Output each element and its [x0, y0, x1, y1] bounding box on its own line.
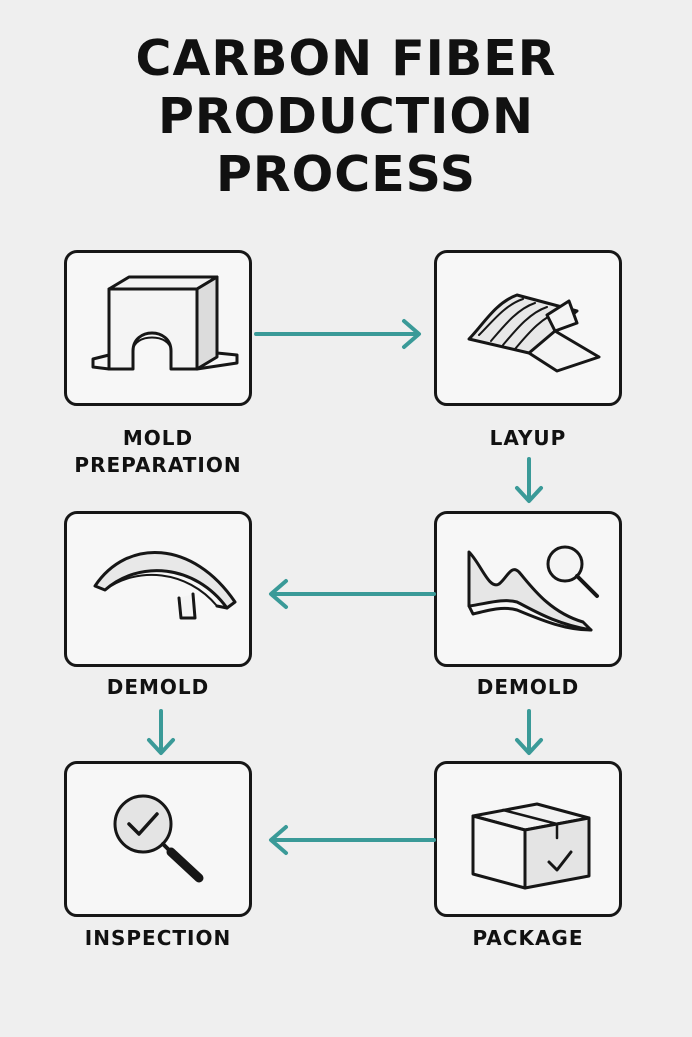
arrow-head	[515, 738, 543, 755]
arrow-demold-to-inspection	[147, 709, 175, 755]
fiber-layup-icon	[467, 293, 601, 373]
arrow-head	[269, 579, 288, 609]
step-box-demold-left	[64, 511, 252, 667]
step-box-package	[434, 761, 622, 917]
arrow-mold-to-layup	[254, 319, 421, 349]
curved-part-icon	[93, 550, 237, 620]
label-layup: LAYUP	[489, 426, 567, 450]
mold-icon	[91, 275, 239, 371]
label-demold-right: DEMOLD	[476, 675, 580, 699]
arrow-head	[402, 319, 421, 349]
label-inspection: INSPECTION	[84, 926, 232, 950]
arrow-layup-to-demold	[515, 457, 543, 503]
arrow-package-to-inspection	[269, 825, 436, 855]
arrow-head	[515, 486, 543, 503]
step-box-mold-preparation	[64, 250, 252, 406]
title-line-1: CARBON FIBER	[135, 30, 557, 87]
arrow-demold-to-package	[515, 709, 543, 755]
magnifier-check-icon	[113, 794, 204, 883]
label-mold-preparation: MOLD PREPARATION	[74, 426, 242, 477]
arrow-demold-right-to-left	[269, 579, 436, 609]
step-box-demold-right	[434, 511, 622, 667]
arrow-head	[269, 825, 288, 855]
inspect-part-icon	[467, 545, 599, 632]
box-check-icon	[471, 802, 591, 890]
label-demold-left: DEMOLD	[106, 675, 210, 699]
step-box-inspection	[64, 761, 252, 917]
label-package: PACKAGE	[472, 926, 584, 950]
title-line-2: PRODUCTION	[157, 88, 535, 145]
step-box-layup	[434, 250, 622, 406]
arrow-head	[147, 738, 175, 755]
title-line-3: PROCESS	[215, 146, 477, 203]
diagram-title: CARBON FIBER PRODUCTION PROCESS	[0, 30, 692, 204]
